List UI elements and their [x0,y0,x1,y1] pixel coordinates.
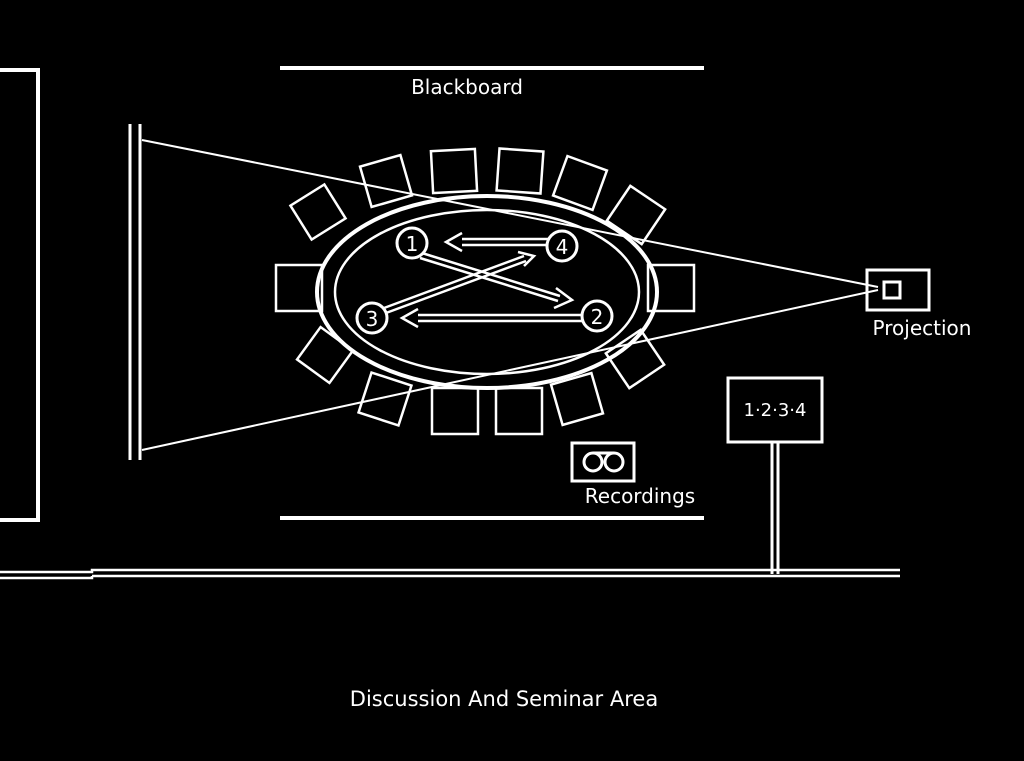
chairs [274,147,696,436]
counter-board: 1·2·3·4 [726,376,824,574]
arrow-2-to-3 [399,307,582,329]
chair [549,371,605,427]
chair [295,325,355,385]
discussion-arrows [383,231,582,329]
tape-recorder-icon [570,441,636,483]
chair [495,147,545,195]
svg-text:4: 4 [556,235,569,259]
arrow-4-to-1 [443,231,548,253]
projector-icon [865,268,931,312]
speaker-1: 1 [395,226,429,260]
oval-table [315,194,659,390]
diagram-caption: Discussion And Seminar Area [350,687,658,711]
recordings-label: Recordings [585,484,695,508]
chair [494,386,544,436]
chair [274,263,324,313]
arrow-3-to-4 [383,250,537,315]
chair [551,154,609,212]
svg-text:2: 2 [591,305,604,329]
chair [429,147,479,195]
chair [605,184,667,246]
svg-text:3: 3 [366,307,379,331]
floor-line [0,568,900,580]
chair [430,386,480,436]
svg-text:1: 1 [406,232,419,256]
blackboard-label: Blackboard [411,75,523,99]
left-wall-panel [0,68,40,522]
projection-screen [128,124,142,460]
speaker-2: 2 [580,299,614,333]
chair [358,153,414,209]
projection-label: Projection [873,316,972,340]
chair [604,328,666,390]
arrow-1-to-2 [419,251,575,310]
chair [356,370,414,428]
chair [646,263,696,313]
projection-beam [141,139,879,451]
speaker-4: 4 [545,229,579,263]
speaker-3: 3 [355,301,389,335]
counter-text: 1·2·3·4 [744,400,807,421]
chair [288,182,348,242]
